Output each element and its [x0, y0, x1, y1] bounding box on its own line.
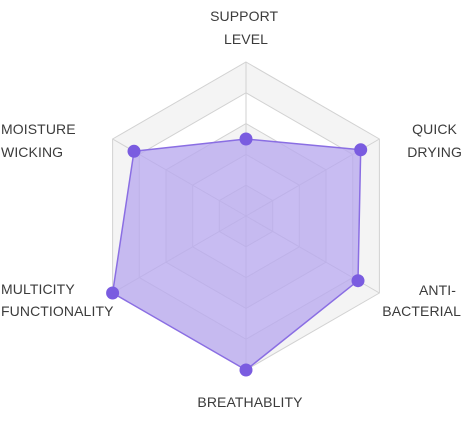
radar-point-multicity: [106, 286, 120, 300]
radar-point-anti_bacterial: [351, 274, 365, 288]
axis-label-anti-bacterial: ANTI- BACTERIAL: [382, 282, 461, 319]
axis-label-support: SUPPORT LEVEL: [210, 8, 282, 47]
radar-point-breathability: [239, 363, 253, 377]
axis-label-quick-drying: QUICK DRYING: [407, 121, 462, 160]
axis-label-moisture-wicking: MOISTURE WICKING: [1, 121, 80, 160]
radar-series-area: [111, 138, 362, 371]
axis-label-multicity: MULTICITY FUNCTIONALITY: [1, 281, 114, 319]
radar-point-support: [239, 132, 253, 146]
radar-point-moisture_wicking: [127, 144, 141, 158]
radar-series: [111, 138, 362, 371]
radar-point-quick_drying: [354, 143, 368, 157]
radar-points: [106, 132, 368, 377]
axis-label-breathability: BREATHABLITY: [197, 394, 303, 410]
